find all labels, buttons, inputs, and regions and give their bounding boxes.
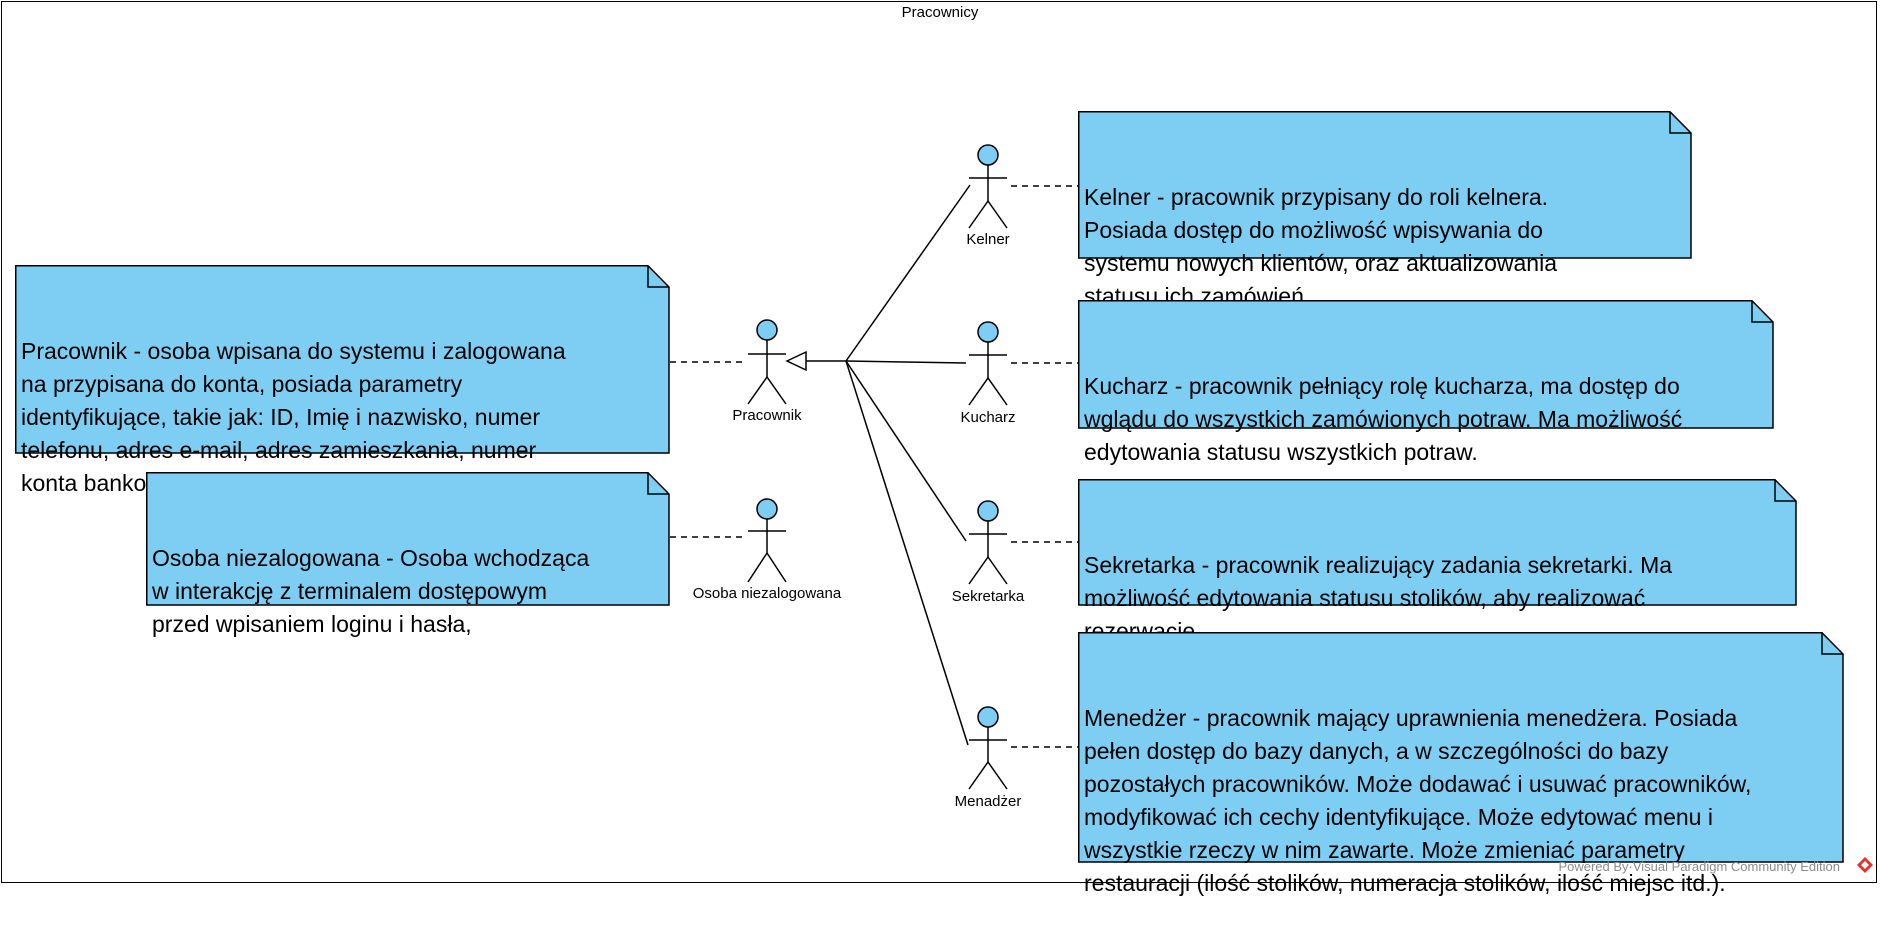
generalization-kucharz <box>845 360 967 364</box>
watermark: Powered By·Visual Paradigm Community Edi… <box>1558 859 1840 874</box>
actor-label-menadzer: Menadżer <box>954 793 1022 810</box>
generalization-sekretarka <box>845 360 967 542</box>
note-shape <box>1078 632 1844 863</box>
diagram-title: Pracownicy <box>901 4 979 21</box>
note-sekretarka[interactable]: Sekretarka - pracownik realizujący zadan… <box>1078 479 1797 644</box>
note-text-kucharz: Kucharz - pracownik pełniący rolę kuchar… <box>1084 373 1683 465</box>
generalization-arrowhead <box>785 350 807 372</box>
note-shape <box>1078 300 1774 429</box>
actor-label-kelner: Kelner <box>966 231 1010 248</box>
note-menadzer[interactable]: Menedżer - pracownik mający uprawnienia … <box>1078 632 1844 896</box>
actor-sekretarka[interactable] <box>968 500 1008 585</box>
note-text-kelner: Kelner - pracownik przypisany do roli ke… <box>1084 184 1558 309</box>
note-pracownik[interactable]: Pracownik - osoba wpisana do systemu i z… <box>15 265 670 496</box>
actor-label-kucharz: Kucharz <box>960 409 1016 426</box>
note-shape <box>1078 479 1797 606</box>
note-shape <box>146 472 670 606</box>
generalization-menadzer <box>845 360 969 746</box>
generalization-kelner <box>845 184 971 362</box>
note-kucharz[interactable]: Kucharz - pracownik pełniący rolę kuchar… <box>1078 300 1774 465</box>
diagram-frame <box>1 1 1877 883</box>
note-shape <box>1078 111 1692 259</box>
actor-menadzer[interactable] <box>968 706 1008 790</box>
note-shape <box>15 265 670 454</box>
actor-niezalogowana[interactable] <box>747 498 787 583</box>
note-text-niezalogowana: Osoba niezalogowana - Osoba wchodząca w … <box>152 545 590 637</box>
actor-pracownik[interactable] <box>747 319 787 405</box>
actor-label-pracownik: Pracownik <box>732 407 802 424</box>
actor-kelner[interactable] <box>968 144 1008 229</box>
actor-kucharz[interactable] <box>968 321 1008 406</box>
note-niezalogowana[interactable]: Osoba niezalogowana - Osoba wchodząca w … <box>146 472 670 637</box>
visual-paradigm-logo-icon <box>1857 857 1873 873</box>
actor-label-niezalogowana: Osoba niezalogowana <box>692 585 842 602</box>
diagram-canvas <box>670 144 1080 790</box>
note-kelner[interactable]: Kelner - pracownik przypisany do roli ke… <box>1078 111 1692 309</box>
actor-label-sekretarka: Sekretarka <box>951 588 1025 605</box>
